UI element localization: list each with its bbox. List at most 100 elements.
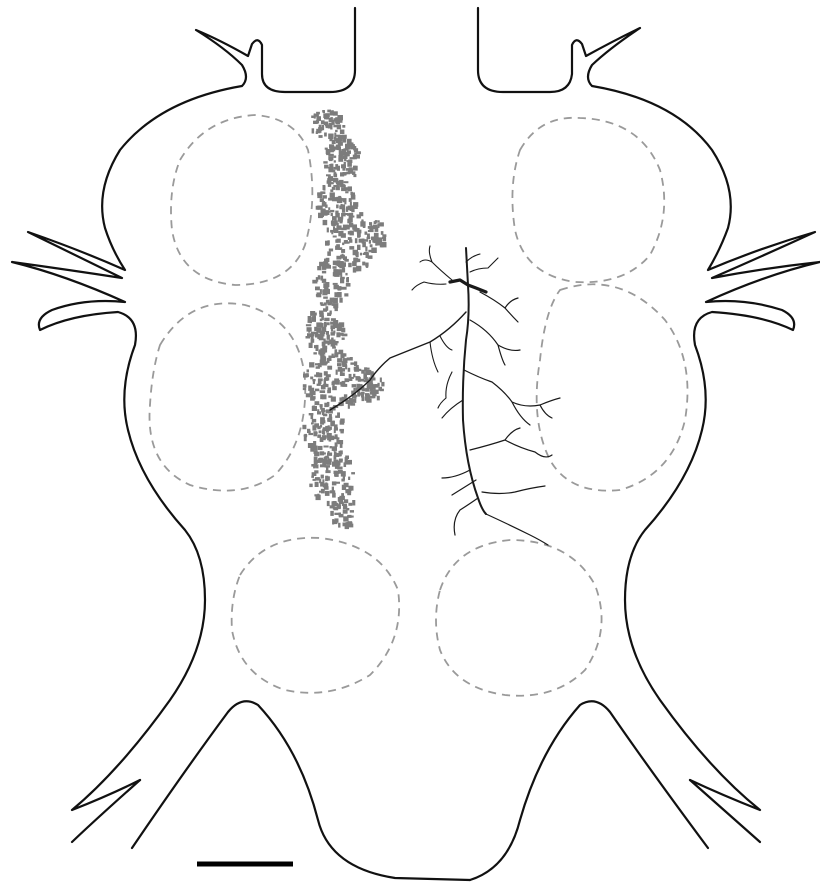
stipple-dot (328, 342, 330, 345)
stipple-dot (324, 318, 329, 321)
stipple-dot (354, 228, 359, 232)
stipple-dot (328, 207, 330, 210)
stipple-dot (350, 377, 354, 379)
stipple-dot (327, 501, 330, 506)
stipple-dot (306, 324, 311, 326)
stipple-dot (322, 460, 326, 465)
stipple-dot (319, 459, 322, 462)
stipple-dot (321, 408, 325, 411)
stipple-dot (327, 418, 330, 422)
stipple-dot (316, 131, 318, 134)
stipple-dot (307, 369, 310, 372)
stipple-dot (333, 323, 336, 328)
stipple-dot (321, 316, 324, 321)
stipple-dot (313, 479, 316, 481)
stipple-dot (341, 149, 346, 153)
stipple-dot (323, 161, 327, 163)
stipple-dot (346, 283, 351, 287)
stipple-dot (304, 375, 309, 377)
stipple-dot (329, 164, 333, 169)
stipple-dot (308, 443, 311, 448)
stipple-dot (318, 378, 323, 381)
stipple-dot (337, 326, 342, 331)
stipple-dot (348, 263, 352, 267)
stipple-dot (317, 411, 321, 414)
stipple-dot (316, 294, 319, 297)
stipple-dot (350, 202, 352, 206)
stipple-dot (342, 363, 347, 367)
neuropil-regions (150, 115, 688, 696)
stipple-dot (377, 396, 380, 401)
stipple-dot (345, 273, 347, 276)
stipple-dot (313, 121, 318, 124)
stipple-dot (359, 239, 363, 243)
neuron-upper-twigs (466, 254, 498, 272)
stipple-dot (355, 238, 358, 243)
traced-neuron (330, 246, 560, 545)
stipple-dot (335, 211, 338, 214)
stipple-dot (350, 510, 354, 512)
stipple-dot (352, 500, 355, 506)
stipple-dot (306, 336, 311, 339)
stipple-dot (346, 522, 350, 526)
stipple-dot (350, 216, 355, 218)
stipple-dot (309, 413, 314, 415)
neuron-right-branch5 (482, 486, 548, 545)
stipple-dot (309, 362, 314, 367)
stipple-dot (319, 335, 324, 340)
stipple-dot (337, 412, 340, 417)
stipple-dot (369, 240, 371, 244)
stipple-dot (332, 346, 336, 348)
stipple-dot (348, 231, 353, 234)
stipple-dot (339, 502, 344, 505)
stipple-dot (339, 451, 342, 456)
stipple-dot (328, 396, 332, 398)
stipple-dot (310, 377, 313, 380)
stipple-dot (324, 133, 327, 137)
stipple-dot (319, 479, 321, 483)
stipple-dot (325, 491, 330, 496)
stipple-dot (357, 214, 361, 218)
stipple-dot (327, 313, 331, 316)
stipple-dot (325, 323, 327, 326)
stipple-dot (314, 114, 319, 117)
stipple-dot (314, 345, 317, 348)
stipple-dot (371, 248, 377, 254)
stipple-dot (361, 392, 365, 395)
stipple-dot (370, 244, 373, 247)
stipple-dot (335, 442, 338, 446)
stipple-dot (336, 332, 340, 337)
neuron-mid-left-twigs (438, 372, 463, 418)
stipple-dot (343, 156, 348, 159)
stipple-dot (336, 370, 338, 375)
stipple-dot (331, 213, 333, 216)
stipple-dot (326, 331, 329, 335)
stipple-dot (333, 283, 338, 285)
stipple-dot (340, 130, 345, 135)
stipple-dot (356, 384, 360, 388)
stipple-dot (338, 523, 340, 528)
stipple-dot (348, 163, 351, 165)
stipple-dot (331, 190, 333, 192)
stipple-dot (340, 373, 345, 377)
connective-right (470, 701, 708, 880)
stipple-dot (347, 400, 349, 403)
stipple-dot (332, 386, 337, 390)
stipple-dot (372, 393, 377, 396)
stipple-dot (304, 434, 307, 437)
stipple-dot (330, 128, 332, 130)
stipple-dot (321, 120, 325, 124)
stipple-dot (329, 249, 333, 252)
stipple-dot (348, 503, 352, 506)
stipple-dot (332, 197, 337, 201)
stipple-dot (367, 234, 370, 239)
stipple-dot (332, 493, 336, 498)
stipple-dot (365, 246, 367, 251)
stipple-dot (334, 172, 337, 176)
stipple-dot (303, 384, 307, 387)
stipple-dot (327, 402, 330, 407)
stipple-dot (333, 236, 337, 238)
stipple-dot (323, 213, 328, 216)
neuropil-right-lower (436, 540, 602, 696)
